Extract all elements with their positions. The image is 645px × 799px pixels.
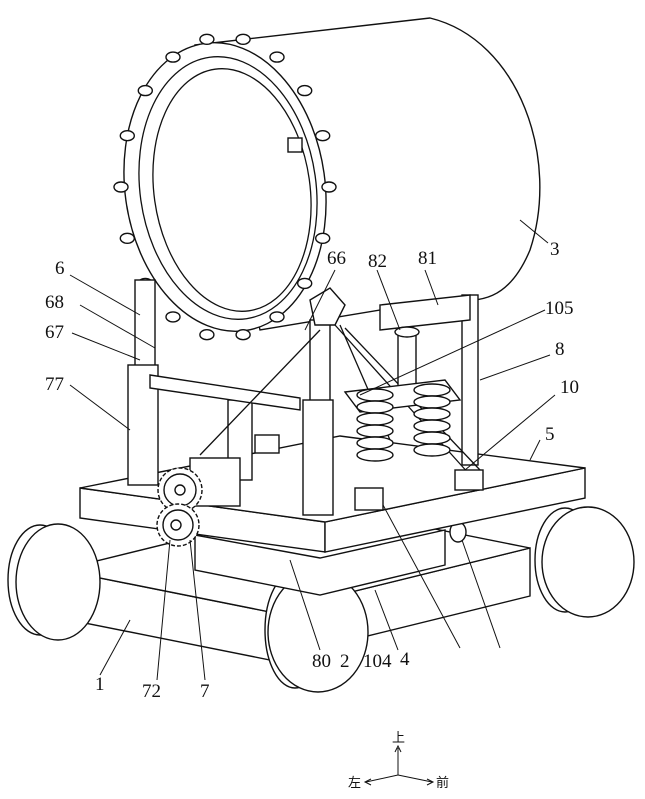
bolt (270, 52, 284, 62)
label-68: 68 (45, 292, 64, 313)
axis-up-label: 上 (392, 731, 405, 746)
bolt (270, 312, 284, 322)
spring-coil (357, 389, 393, 401)
bolt (200, 34, 214, 44)
spring-coil (414, 396, 450, 408)
label-1: 1 (95, 674, 105, 695)
label-2: 2 (340, 651, 350, 672)
bolt (138, 86, 152, 96)
bolt (316, 233, 330, 243)
spring-coil (414, 432, 450, 444)
label-66: 66 (327, 248, 346, 269)
label-104: 104 (363, 651, 392, 672)
bolt (316, 131, 330, 141)
label-105: 105 (545, 298, 574, 319)
bolt (298, 86, 312, 96)
label-6: 6 (55, 258, 65, 279)
spring-coil (414, 420, 450, 432)
axis-left-label: 左 (348, 776, 361, 791)
label-80: 80 (312, 651, 331, 672)
label-8: 8 (555, 339, 565, 360)
bolt (114, 182, 128, 192)
label-81: 81 (418, 248, 437, 269)
bolt (120, 233, 134, 243)
label-4: 4 (400, 649, 410, 670)
bolt (298, 278, 312, 288)
label-67: 67 (45, 322, 64, 343)
bolt (200, 330, 214, 340)
label-72: 72 (142, 681, 161, 702)
label-82: 82 (368, 251, 387, 272)
bolt (166, 312, 180, 322)
bolt (236, 34, 250, 44)
bolt (236, 330, 250, 340)
bolt (120, 131, 134, 141)
bolt (166, 52, 180, 62)
spring-coil (357, 449, 393, 461)
axis-front-label: 前 (436, 775, 449, 791)
label-3: 3 (550, 239, 560, 260)
label-7: 7 (200, 681, 210, 702)
orientation-axes: 上 左 前 (348, 731, 449, 791)
label-77: 77 (45, 374, 64, 395)
spring-coil (414, 408, 450, 420)
label-5: 5 (545, 424, 555, 445)
spring-coil (357, 413, 393, 425)
spring-coil (414, 444, 450, 456)
spring-coil (357, 425, 393, 437)
spring-coil (357, 437, 393, 449)
spring-coil (414, 384, 450, 396)
bolt (322, 182, 336, 192)
label-10: 10 (560, 377, 579, 398)
spring-coil (357, 401, 393, 413)
